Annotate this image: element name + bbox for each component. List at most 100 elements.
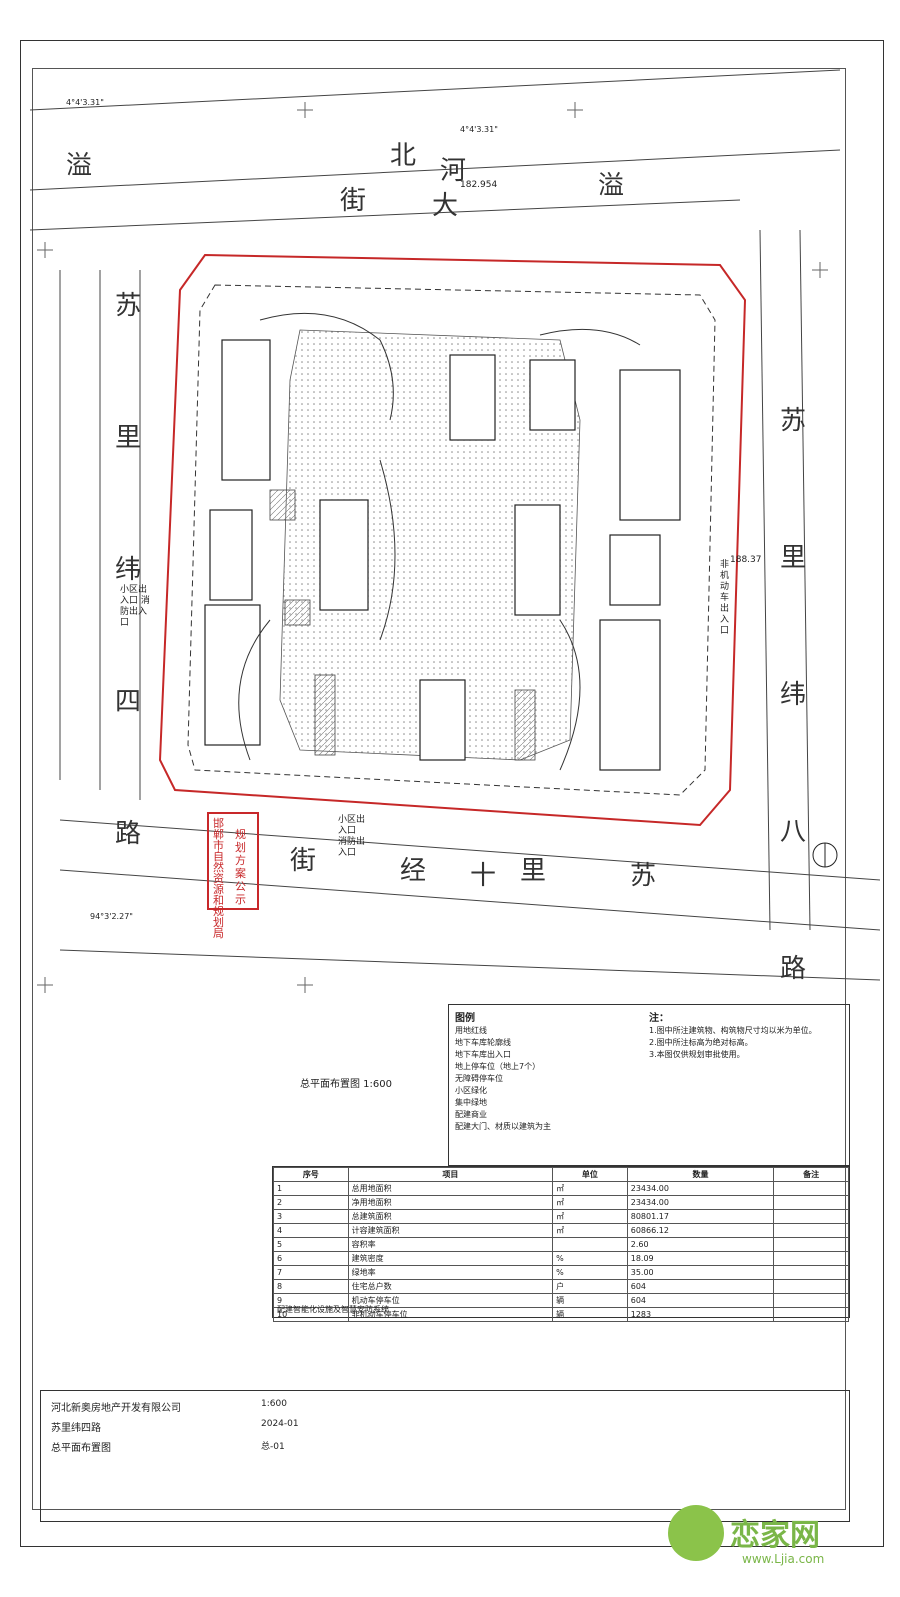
econ-cell: [773, 1237, 849, 1252]
north-char-4: 街: [340, 186, 367, 216]
legend-item: 用地红线: [455, 1026, 487, 1035]
title-block: 河北新奥房地产开发有限公司 苏里纬四路 总平面布置图 1:600 2024-01…: [40, 1390, 850, 1522]
econ-cell: 绿地率: [347, 1265, 554, 1280]
south-char-5: 街: [290, 846, 317, 876]
title-company: 河北新奥房地产开发有限公司: [51, 1403, 181, 1414]
building-10: [599, 619, 661, 771]
road-edge-north: [29, 69, 841, 111]
econ-cell: 60866.12: [626, 1223, 775, 1238]
north-char-2: 北: [390, 141, 417, 171]
note-line: 3.本图仅供规划审批使用。: [649, 1050, 745, 1059]
notes-list: 1.图中所注建筑物、构筑物尺寸均以米为单位。2.图中所注标高为绝对标高。3.本图…: [649, 1025, 839, 1061]
building-6: [514, 504, 561, 616]
econ-cell: [773, 1223, 849, 1238]
econ-cell: [773, 1265, 849, 1280]
econ-cell: 7: [273, 1265, 349, 1280]
legend-list: 用地红线地下车库轮廓线地下车库出入口地上停车位（地上7个） 无障碍停车位小区绿化集…: [455, 1025, 551, 1133]
site-red-line: [158, 253, 747, 827]
building-4: [319, 499, 369, 611]
building-8: [619, 369, 681, 521]
north-char-3: 大: [432, 191, 459, 221]
econ-cell: [773, 1181, 849, 1196]
econ-cell: 容积率: [347, 1237, 554, 1252]
econ-cell: 2: [273, 1195, 349, 1210]
econ-cell: 辆: [552, 1293, 628, 1308]
building-5: [449, 354, 496, 441]
north-char-5: 溢: [598, 171, 625, 201]
econ-cell: %: [552, 1265, 628, 1280]
title-scale: 1:600: [261, 1399, 287, 1409]
econ-cell: 35.00: [626, 1265, 775, 1280]
econ-cell: [773, 1307, 849, 1322]
note-line: 2.图中所注标高为绝对标高。: [649, 1038, 753, 1047]
garage-outline: [187, 284, 716, 796]
econ-cell: ㎡: [552, 1195, 628, 1210]
econ-cell: [773, 1209, 849, 1224]
econ-cell: 23434.00: [626, 1181, 775, 1196]
scale-label: 总平面布置图 1:600: [300, 1079, 392, 1090]
angle-ne: 4°4'3.31": [66, 98, 104, 107]
econ-cell: 建筑密度: [347, 1251, 554, 1266]
econ-cell: 非机动车停车位: [347, 1307, 554, 1322]
building-9: [609, 534, 661, 606]
econ-header-cell: 备注: [773, 1167, 849, 1182]
econ-cell: 户: [552, 1279, 628, 1294]
legend-item: 无障碍停车位: [455, 1074, 503, 1083]
sheet-inner-frame: [32, 68, 846, 1510]
south-char-3: 里: [520, 856, 547, 886]
econ-cell: [552, 1237, 628, 1252]
title-drawing: 总平面布置图: [51, 1443, 111, 1454]
econ-cell: 总建筑面积: [347, 1209, 554, 1224]
lianjia-logo-icon: [668, 1505, 724, 1561]
logo-text: 恋家网: [730, 1518, 820, 1553]
econ-header-cell: 序号: [273, 1167, 349, 1182]
econ-cell: 4: [273, 1223, 349, 1238]
legend-item: 小区绿化: [455, 1086, 487, 1095]
plan-publicity-stamp: 邯郸市自然资源和规划局 规 划 方 案 公 示: [207, 812, 259, 939]
econ-cell: [773, 1251, 849, 1266]
notes-title: 注：: [649, 1013, 669, 1024]
econ-cell: 604: [626, 1293, 775, 1308]
legend-table: 图例 用地红线地下车库轮廓线地下车库出入口地上停车位（地上7个）无障碍停车位小区…: [448, 1004, 850, 1166]
econ-cell: 5: [273, 1237, 349, 1252]
legend-item: 配建大门、材质以建筑为主: [455, 1122, 551, 1131]
legend-item: 地下车库出入口: [455, 1050, 511, 1059]
econ-cell: 3: [273, 1209, 349, 1224]
legend-item: 配建商业: [455, 1110, 487, 1119]
south-char-2: 苏: [630, 861, 657, 891]
econ-cell: ㎡: [552, 1223, 628, 1238]
econ-cell: 住宅总户数: [347, 1279, 554, 1294]
econ-cell: [773, 1195, 849, 1210]
econ-cell: 2.60: [626, 1237, 775, 1252]
econ-cell: 604: [626, 1279, 775, 1294]
entrance-south-label: 小区出入口 消防出入口: [338, 815, 366, 858]
street-name-east: 苏 里 纬 八 路: [780, 406, 807, 984]
legend-item: 集中绿地: [455, 1098, 487, 1107]
entrance-west-label: 小区出入口 消防出入口: [120, 585, 150, 628]
legend-item: 地上停车位（地上7个）: [455, 1062, 541, 1071]
street-name-west: 苏 里 纬 四 路: [115, 291, 142, 849]
legend-item: 地下车库轮廓线: [455, 1038, 511, 1047]
econ-header-cell: 单位: [552, 1167, 628, 1182]
building-3: [204, 604, 261, 746]
econ-cell: 1: [273, 1181, 349, 1196]
econ-footer: 配建智能化设施及智慧安防系统: [277, 1305, 389, 1314]
building-7: [419, 679, 466, 761]
building-1: [221, 339, 271, 481]
title-project: 苏里纬四路: [51, 1423, 101, 1434]
econ-cell: 6: [273, 1251, 349, 1266]
title-date: 2024-01: [261, 1419, 299, 1429]
entrance-east-label: 非机动车出入口: [720, 560, 730, 636]
